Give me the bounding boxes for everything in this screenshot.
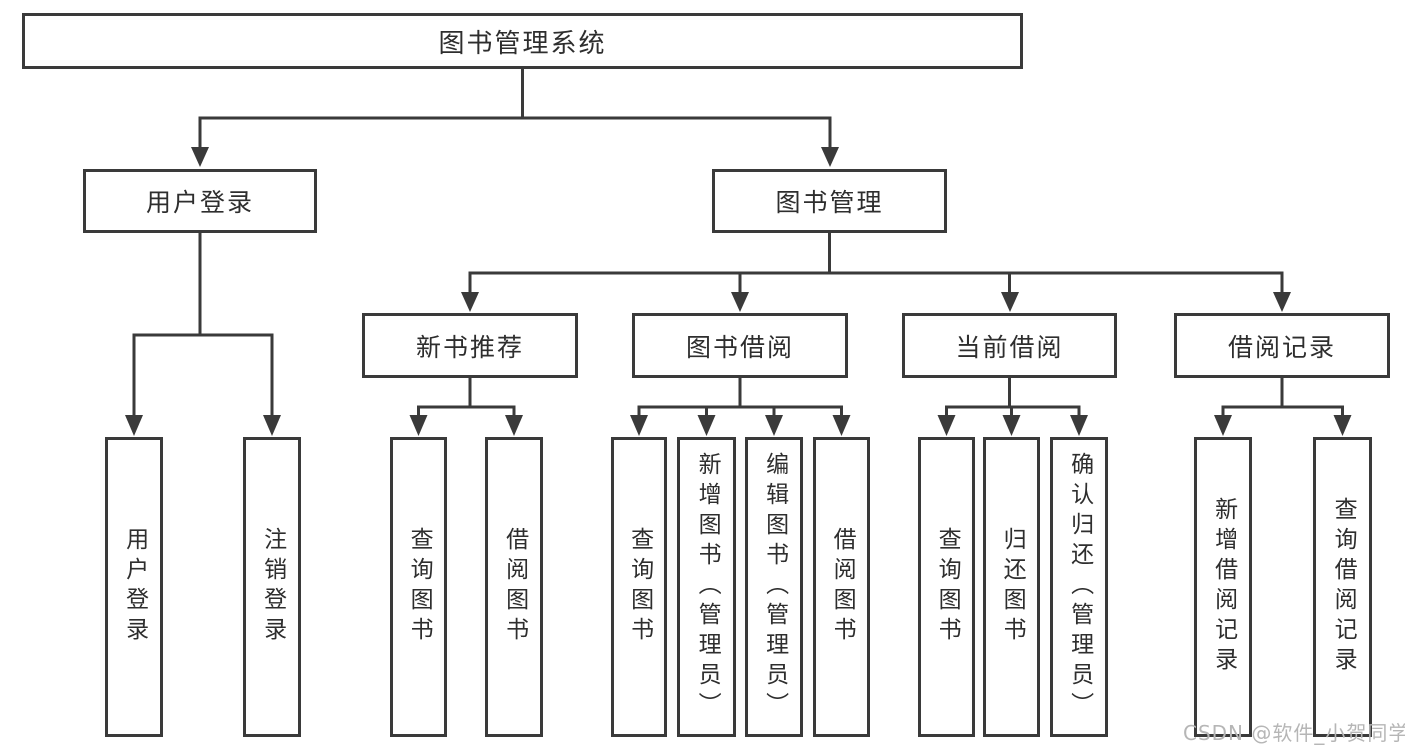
node-leaf-confirm-return-admin: 确认归还（管理员） [1050,437,1108,737]
arrowhead [263,415,281,436]
node-leaf-query-books-2-label: 查询图书 [626,527,653,647]
node-user-login: 用户登录 [83,169,317,233]
node-leaf-user-login-label: 用户登录 [121,527,148,647]
node-new-book-recommend: 新书推荐 [362,313,578,378]
node-leaf-query-books-3-label: 查询图书 [934,527,961,647]
node-leaf-borrow-books-1: 借阅图书 [485,437,543,737]
node-leaf-add-books-admin-label: 新增图书（管理员） [694,452,721,722]
node-leaf-add-borrow-record-label: 新增借阅记录 [1210,497,1237,677]
arrowhead [697,415,716,436]
node-book-management: 图书管理 [712,169,947,233]
arrowhead [191,147,209,167]
node-leaf-query-borrow-record-label: 查询借阅记录 [1330,497,1357,677]
arrowhead [765,415,783,436]
arrowhead [1214,415,1232,436]
arrowhead [832,415,851,436]
arrowhead [1333,415,1352,436]
node-leaf-borrow-books-2: 借阅图书 [813,437,870,737]
node-root-label: 图书管理系统 [438,28,607,59]
node-leaf-query-books-1: 查询图书 [390,437,447,737]
node-leaf-add-books-admin: 新增图书（管理员） [677,437,736,737]
arrowhead [125,415,143,436]
node-book-management-label: 图书管理 [775,188,884,217]
arrowhead [461,292,479,312]
node-leaf-add-borrow-record: 新增借阅记录 [1194,437,1252,737]
node-leaf-borrow-books-1-label: 借阅图书 [501,527,528,647]
node-leaf-edit-books-admin-label: 编辑图书（管理员） [761,452,788,722]
node-leaf-query-borrow-record: 查询借阅记录 [1313,437,1372,737]
node-leaf-confirm-return-admin-label: 确认归还（管理员） [1066,452,1093,722]
node-borrow-records-label: 借阅记录 [1227,332,1336,362]
arrowhead [1001,292,1019,312]
node-leaf-logout: 注销登录 [243,437,301,737]
arrowhead [630,415,648,436]
node-user-login-label: 用户登录 [145,188,254,217]
arrowhead [409,415,428,436]
node-root: 图书管理系统 [22,13,1023,69]
arrowhead [1070,415,1088,436]
node-leaf-query-books-2: 查询图书 [611,437,667,737]
node-book-borrowing: 图书借阅 [632,313,848,378]
arrowhead [937,415,956,436]
node-book-borrowing-label: 图书借阅 [685,332,794,362]
csdn-watermark: CSDN @软件_小贺同学 [1183,721,1405,745]
node-leaf-logout-label: 注销登录 [259,527,286,647]
arrowhead [821,147,839,167]
arrowhead [505,415,523,436]
node-leaf-query-books-1-label: 查询图书 [406,527,433,647]
node-leaf-return-books: 归还图书 [983,437,1040,737]
node-borrow-records: 借阅记录 [1174,313,1390,378]
node-new-book-recommend-label: 新书推荐 [415,332,524,362]
node-leaf-query-books-3: 查询图书 [918,437,975,737]
arrowhead [731,292,749,312]
arrowhead [1273,292,1291,312]
node-current-borrowing: 当前借阅 [902,313,1117,378]
node-leaf-user-login: 用户登录 [105,437,163,737]
node-leaf-borrow-books-2-label: 借阅图书 [829,527,856,647]
node-leaf-return-books-label: 归还图书 [999,527,1026,647]
arrowhead [1002,415,1021,436]
node-leaf-edit-books-admin: 编辑图书（管理员） [745,437,803,737]
node-current-borrowing-label: 当前借阅 [955,332,1064,362]
